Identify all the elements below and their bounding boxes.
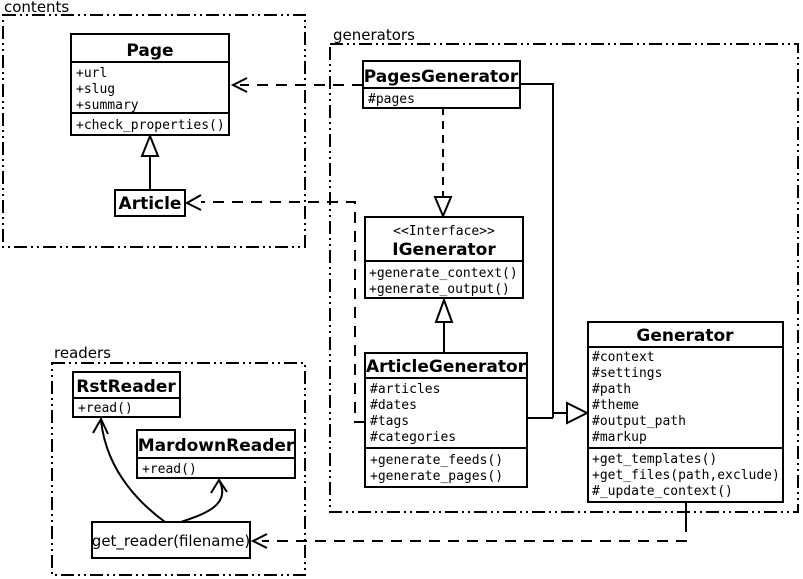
arrow-curve <box>100 420 166 523</box>
generalization-triangle <box>566 401 590 425</box>
generator-attribute-output-path: #output_path <box>592 414 686 429</box>
class-box <box>136 429 296 479</box>
articlegenerator-method-generate-pages: +generate_pages() <box>370 469 503 484</box>
class-name: Page <box>126 41 173 61</box>
generalization-articlegenerator-igenerator <box>434 297 454 353</box>
realization-triangle <box>433 196 453 219</box>
generator-attribute-theme: #theme <box>592 398 639 413</box>
dependency-line <box>201 201 365 423</box>
class-page: Page +url +slug +summary +check_properti… <box>70 33 230 136</box>
generator-method-update-context: #_update_context() <box>592 484 733 499</box>
dependency-generator-getreader <box>250 502 687 549</box>
generator-attribute-context: #context <box>592 350 655 365</box>
dependency-arrowhead <box>230 77 248 93</box>
class-name: MardownReader <box>138 436 295 456</box>
class-box <box>587 321 784 503</box>
dependency-arrowhead <box>250 533 268 549</box>
page-method-check-properties: +check_properties() <box>76 118 225 133</box>
rstreader-method-read: +read() <box>78 401 133 416</box>
articlegenerator-method-generate-feeds: +generate_feeds() <box>370 453 503 468</box>
class-box <box>364 216 524 299</box>
package-contents-border <box>2 14 306 248</box>
mardownreader-method-read: +read() <box>142 462 197 477</box>
realization-pagesgenerator-igenerator <box>433 107 453 219</box>
page-attribute-slug: +slug <box>76 82 115 97</box>
articlegenerator-attribute-dates: #dates <box>370 398 417 413</box>
package-contents-label: contents <box>4 0 69 16</box>
igenerator-method-generate-context: +generate_context() <box>369 266 518 281</box>
package-generators: generators <box>329 26 799 513</box>
generator-method-get-files: +get_files(path,exclude) <box>592 468 780 483</box>
class-box <box>72 371 181 418</box>
interface-stereotype: <<Interface>> <box>393 224 495 239</box>
articlegenerator-attribute-categories: #categories <box>370 430 456 445</box>
igenerator-method-generate-output: +generate_output() <box>369 282 510 297</box>
arrow-getreader-mardownreader <box>180 478 228 523</box>
class-name: IGenerator <box>392 240 496 260</box>
class-box <box>364 352 528 488</box>
class-article: Article <box>114 189 186 217</box>
generator-attribute-path: #path <box>592 382 631 397</box>
class-generator: Generator #context #settings #path #them… <box>587 321 784 503</box>
class-name: PagesGenerator <box>364 67 519 87</box>
pagesgenerator-attribute-pages: #pages <box>368 92 415 107</box>
articlegenerator-attribute-tags: #tags <box>370 414 409 429</box>
package-readers: readers <box>51 344 306 576</box>
class-box <box>70 33 230 136</box>
articlegenerator-attribute-articles: #articles <box>370 382 440 397</box>
class-name: Article <box>119 194 182 214</box>
class-name: ArticleGenerator <box>366 357 527 377</box>
page-attribute-summary: +summary <box>76 98 139 113</box>
function-label: get_reader(filename) <box>92 532 250 551</box>
class-name: Generator <box>636 326 734 346</box>
class-name: RstReader <box>76 377 176 397</box>
generalization-triangle <box>434 297 454 323</box>
generalization-generators-generator <box>520 83 590 425</box>
function-box <box>91 521 251 559</box>
arrow-curve <box>180 481 224 523</box>
class-igenerator: <<Interface>> IGenerator +generate_conte… <box>364 216 524 299</box>
generator-attribute-markup: #markup <box>592 430 647 445</box>
class-box <box>362 60 521 109</box>
arrowhead <box>210 478 228 494</box>
dependency-arrowhead <box>184 194 202 211</box>
class-box <box>114 189 186 217</box>
generator-method-get-templates: +get_templates() <box>592 452 717 467</box>
package-contents: contents <box>2 0 306 248</box>
page-attribute-url: +url <box>76 66 107 81</box>
arrowhead <box>92 416 109 435</box>
class-articlegenerator: ArticleGenerator #articles #dates #tags … <box>364 352 528 488</box>
class-pagesgenerator: PagesGenerator #pages <box>362 60 521 109</box>
package-readers-border <box>51 362 306 576</box>
package-generators-border <box>329 43 799 513</box>
package-generators-label: generators <box>333 26 415 44</box>
class-rstreader: RstReader +read() <box>72 371 181 418</box>
function-get-reader: get_reader(filename) <box>91 521 251 559</box>
arrow-getreader-rstreader <box>92 416 166 523</box>
generalization-triangle <box>140 133 160 157</box>
generalization-article-page <box>140 133 160 190</box>
generalization-line-pagesgenerator <box>520 83 554 418</box>
dependency-pagesgenerator-page <box>230 77 363 93</box>
dependency-line <box>262 521 687 542</box>
class-mardownreader: MardownReader +read() <box>136 429 296 479</box>
generator-attribute-settings: #settings <box>592 366 662 381</box>
dependency-articlegenerator-article <box>184 194 365 423</box>
package-readers-label: readers <box>54 344 111 362</box>
